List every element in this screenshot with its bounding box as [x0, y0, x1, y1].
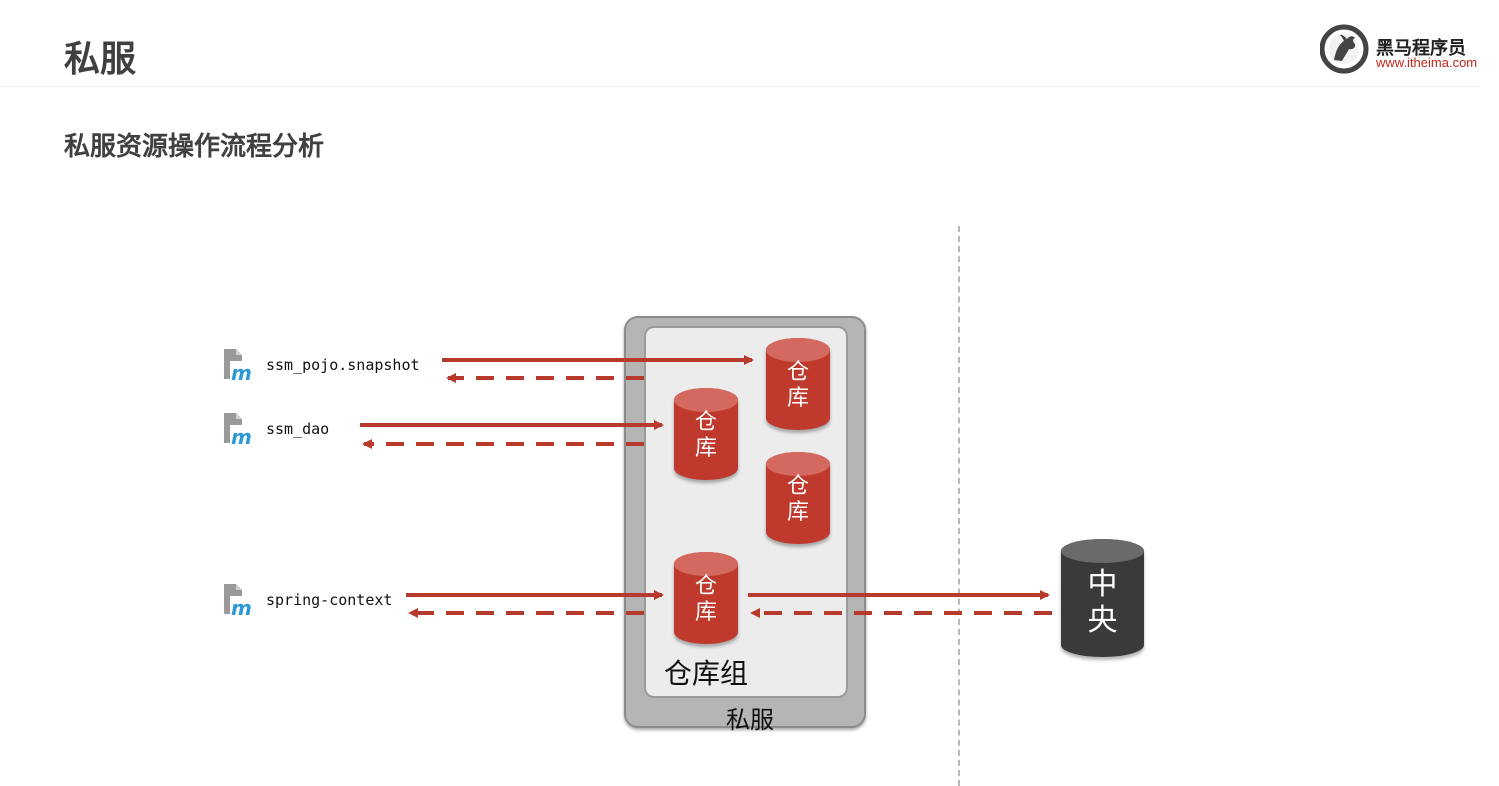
maven-module-icon: m	[224, 349, 252, 382]
header-divider	[0, 86, 1480, 87]
module-label: ssm_pojo.snapshot	[266, 356, 420, 374]
repository-label: 仓 库	[786, 360, 809, 412]
brand-logo: 黑马程序员 www.itheima.com	[1319, 24, 1480, 74]
logo-title: 黑马程序员	[1376, 38, 1466, 59]
svg-text:m: m	[231, 596, 252, 617]
network-boundary-divider	[958, 226, 960, 786]
repository-label: 仓 库	[786, 474, 809, 526]
central-repository-label: 中 央	[1087, 567, 1118, 638]
repository-cylinder: 仓 库	[766, 452, 830, 544]
svg-text:m: m	[231, 425, 252, 446]
page-title: 私服	[64, 39, 137, 80]
svg-text:m: m	[231, 361, 252, 382]
maven-module-icon: m	[224, 413, 252, 446]
repository-cylinder: 仓 库	[674, 552, 738, 644]
repository-cylinder: 仓 库	[674, 388, 738, 480]
module-label: ssm_dao	[266, 420, 330, 438]
module-label: spring-context	[266, 591, 393, 609]
section-subtitle: 私服资源操作流程分析	[64, 132, 325, 162]
private-server-label: 私服	[726, 706, 774, 734]
horse-logo-icon	[1319, 24, 1369, 74]
central-repository-cylinder: 中 央	[1061, 539, 1144, 657]
repository-label: 仓 库	[694, 574, 717, 626]
repository-cylinder: 仓 库	[766, 338, 830, 430]
repository-group-label: 仓库组	[664, 657, 749, 690]
maven-module-icon: m	[224, 584, 252, 617]
logo-url: www.itheima.com	[1376, 55, 1478, 70]
repository-label: 仓 库	[694, 410, 717, 462]
